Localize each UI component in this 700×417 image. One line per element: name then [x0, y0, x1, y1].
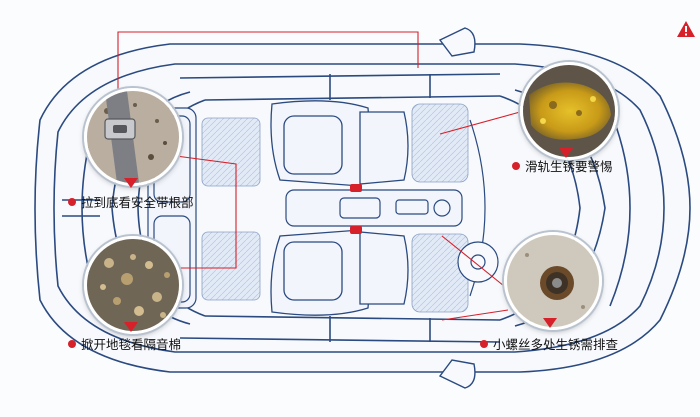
- bullet-dot: [68, 339, 76, 348]
- side-mirrors: [438, 27, 476, 389]
- seatbelt-caption: 拉到底看安全带根部: [68, 192, 194, 211]
- rail-marker: [559, 148, 573, 158]
- carpet-image: [87, 239, 179, 331]
- screw-label: 小螺丝多处生锈需排查: [493, 337, 619, 352]
- rail-label: 滑轨生锈要警惕: [525, 159, 613, 174]
- bullet-dot: [512, 161, 520, 170]
- front-seats: [270, 100, 409, 316]
- rail-rust-photo: [520, 62, 618, 160]
- carpet-label: 掀开地毯看隔音棉: [81, 337, 182, 352]
- callout-lines: [117, 31, 521, 321]
- bullet-dot: [68, 197, 76, 206]
- seatbelt-marker: [124, 178, 138, 188]
- carpet-caption: 掀开地毯看隔音棉: [68, 334, 181, 353]
- rail-rust-image: [523, 65, 615, 157]
- seat-rail-clips: [350, 184, 362, 234]
- screw-marker: [543, 318, 557, 328]
- seatbelt-label: 拉到底看安全带根部: [81, 195, 194, 210]
- rail-caption: 滑轨生锈要警惕: [512, 156, 613, 175]
- carpet-photo: [84, 236, 182, 334]
- dashboard: [457, 119, 499, 297]
- screw-rust-photo: [504, 232, 602, 330]
- screw-caption: 小螺丝多处生锈需排查: [480, 334, 618, 353]
- warning-triangle-icon: [677, 21, 695, 37]
- floor-mats: [201, 103, 469, 313]
- seatbelt-image: [87, 91, 179, 183]
- screw-rust-image: [507, 235, 599, 327]
- bullet-dot: [480, 339, 488, 348]
- seatbelt-photo: [84, 88, 182, 186]
- center-console: [285, 189, 463, 227]
- carpet-marker: [124, 322, 138, 332]
